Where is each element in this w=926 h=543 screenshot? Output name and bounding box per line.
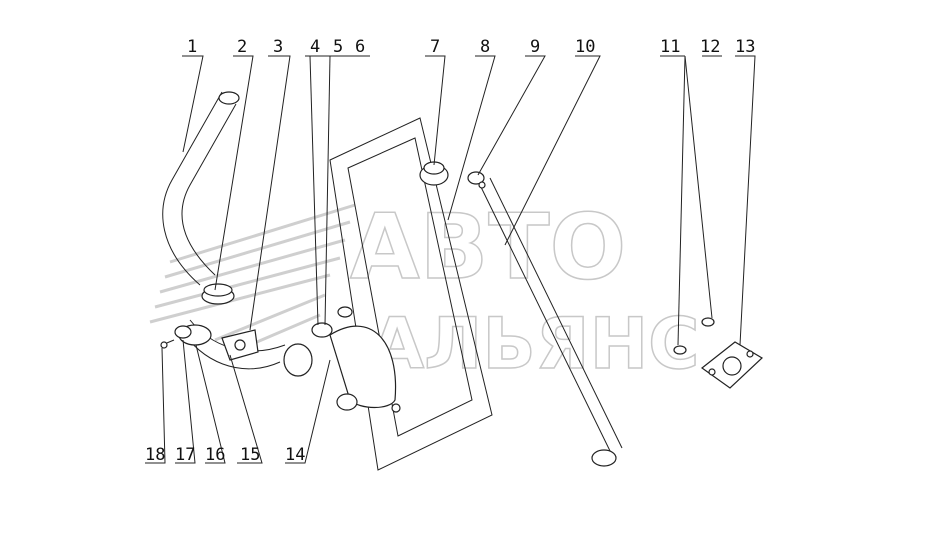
clamp-assembly-456 — [311, 306, 353, 338]
nut-12 — [701, 317, 715, 327]
callout-14: 14 — [285, 445, 305, 465]
filter-housing — [283, 325, 401, 413]
callout-5: 5 — [333, 37, 343, 57]
fitting-17 — [174, 325, 192, 339]
fitting-9 — [467, 171, 486, 189]
watermark-stripes-icon — [149, 203, 356, 347]
callout-15: 15 — [240, 445, 260, 465]
callout-9: 9 — [530, 37, 540, 57]
leader-lines-bottom — [145, 339, 331, 464]
leader-lines-top — [182, 55, 756, 346]
callout-2: 2 — [237, 37, 247, 57]
callout-3: 3 — [273, 37, 283, 57]
callout-10: 10 — [575, 37, 595, 57]
callout-17: 17 — [175, 445, 195, 465]
watermark-logo: АВТО АЛЬЯНС — [149, 194, 700, 386]
watermark-text-line2: АЛЬЯНС — [370, 303, 700, 385]
bolt-11 — [673, 345, 687, 355]
bracket-plate-15 — [221, 329, 259, 361]
callout-18: 18 — [145, 445, 165, 465]
callout-6: 6 — [355, 37, 365, 57]
flange-gasket-13 — [701, 341, 763, 389]
callout-11: 11 — [660, 37, 680, 57]
callout-16: 16 — [205, 445, 225, 465]
cap-7 — [419, 161, 449, 186]
watermark-text-line1: АВТО — [350, 195, 626, 300]
upper-hose — [162, 91, 240, 286]
bolt-18 — [160, 339, 175, 349]
callout-7: 7 — [430, 37, 440, 57]
callout-8: 8 — [480, 37, 490, 57]
callout-12: 12 — [700, 37, 720, 57]
long-pipe — [479, 177, 623, 467]
callout-13: 13 — [735, 37, 755, 57]
callout-4: 4 — [310, 37, 320, 57]
callout-1: 1 — [187, 37, 197, 57]
hose-clamp-2 — [201, 283, 235, 305]
